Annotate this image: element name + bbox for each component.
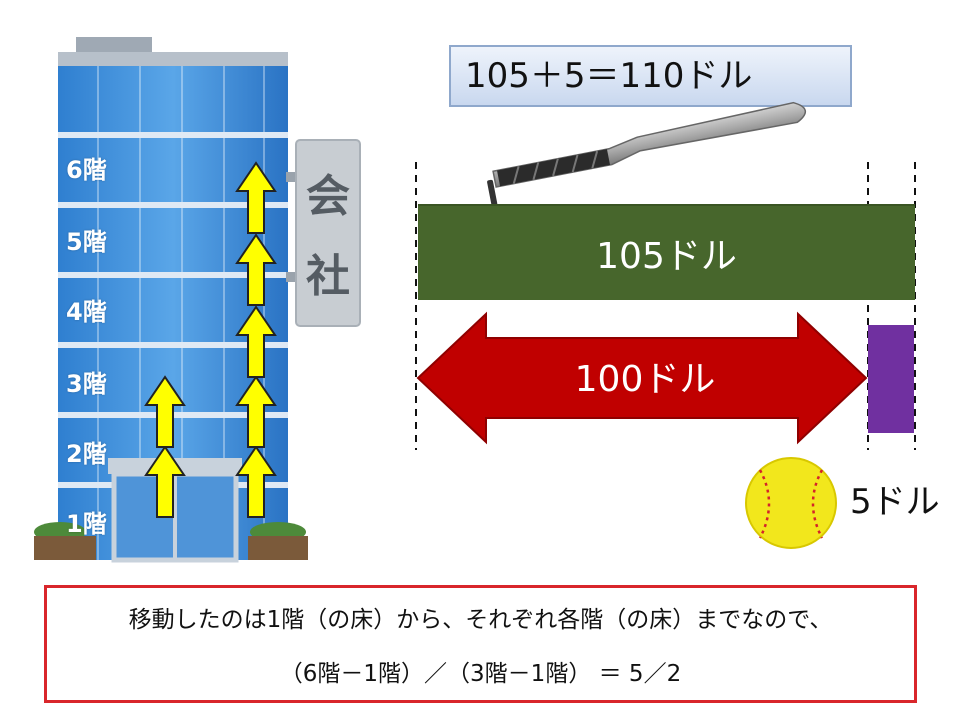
sign-char-sha: 社: [306, 251, 350, 302]
softball-icon: [745, 457, 837, 549]
roof-unit: [76, 37, 152, 53]
floor-label-1: 1階: [66, 510, 107, 538]
formula-box: 105＋5＝110ドル: [449, 45, 852, 107]
label-5: 5ドル: [850, 482, 940, 522]
bar-5: [868, 325, 914, 433]
floor-label-3: 3階: [66, 370, 107, 398]
double-arrow-100: [416, 311, 868, 445]
label-100: 100ドル: [574, 359, 716, 400]
sign-char-kai: 会: [306, 171, 350, 222]
explanation-box: 移動したのは1階（の床）から、それぞれ各階（の床）までなので、 （6階－1階）／…: [44, 585, 917, 703]
floor-label-4: 4階: [66, 298, 107, 326]
floor-label-2: 2階: [66, 440, 107, 468]
floor-label-5: 5階: [66, 228, 107, 256]
floor-label-6: 6階: [66, 156, 107, 184]
bar-105: 105ドル: [418, 204, 915, 300]
bat-icon: [487, 101, 806, 206]
explanation-line-1: 移動したのは1階（の床）から、それぞれ各階（の床）までなので、: [128, 607, 833, 633]
company-sign: [295, 139, 361, 327]
explanation-line-2: （6階－1階）／（3階－1階） ＝ 5／2: [279, 661, 682, 687]
